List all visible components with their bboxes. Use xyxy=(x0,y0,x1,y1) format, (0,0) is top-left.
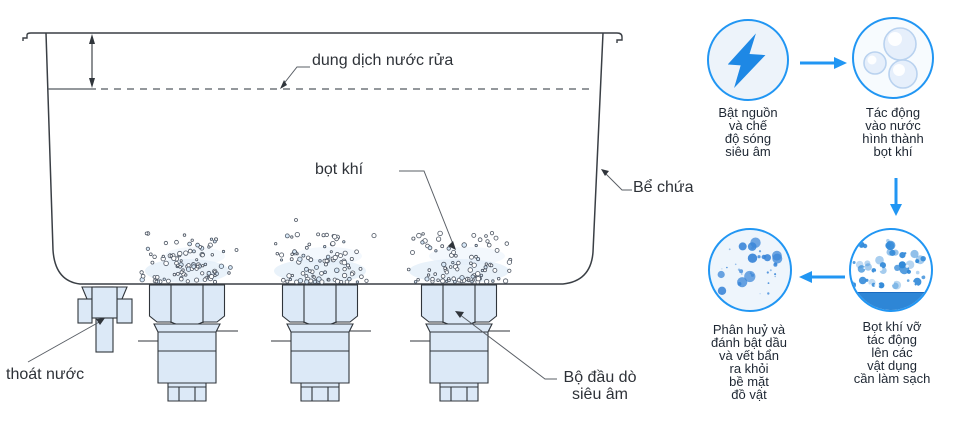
label-transducer-line: siêu âm xyxy=(571,386,629,403)
flow-label-line: Tác động xyxy=(865,105,921,120)
water-surface xyxy=(851,292,931,310)
leader-arrowheads xyxy=(96,80,609,325)
bubble-clouds xyxy=(139,218,513,285)
flow-step-clean-circle xyxy=(708,228,792,312)
flow-step-power-label: Bật nguồn và chế độ sóng siêu âm xyxy=(690,106,806,158)
bubbles-icon xyxy=(863,27,918,89)
tank-outline xyxy=(22,32,623,285)
flow-label-line: đánh bật dầu xyxy=(711,335,787,350)
flow-step-burst-circle xyxy=(849,228,933,312)
flow-step-clean-label: Phân huỷ và đánh bật dầu và vết bẩn ra k… xyxy=(683,323,815,401)
flow-step-bubbles-circle xyxy=(852,17,934,99)
flow-label-line: và chế xyxy=(728,118,768,133)
transducer-1 xyxy=(137,284,239,402)
dimension-arrow xyxy=(89,34,95,88)
flow-label-line: độ sóng xyxy=(724,131,772,146)
lightning-icon xyxy=(728,33,772,89)
transducer-2 xyxy=(270,284,372,402)
label-drain: thoát nước xyxy=(6,366,85,383)
label-transducer-line: Bộ đầu dò xyxy=(563,369,637,386)
flow-label-line: hình thành xyxy=(862,131,924,146)
flow-label-line: ra khỏi xyxy=(729,361,769,376)
flow-step-burst-label: Bọt khí vỡ tác động lên các vật dụng cần… xyxy=(826,320,958,385)
label-tank: Bể chứa xyxy=(633,179,694,196)
flow-label-line: bọt khí xyxy=(873,144,913,159)
label-washing-solution: dung dịch nước rửa xyxy=(312,52,454,69)
debris-icon xyxy=(717,237,783,295)
flow-step-bubbles-label: Tác động vào nước hình thành bọt khí xyxy=(835,106,951,158)
flow-label-line: vào nước xyxy=(865,118,921,133)
flow-label-line: lên các xyxy=(871,345,913,360)
flow-label-line: vật dụng xyxy=(867,358,917,373)
flow-label-line: siêu âm xyxy=(725,144,771,159)
label-transducer: Bộ đầu dò siêu âm xyxy=(548,369,652,403)
transducer-3 xyxy=(409,284,511,402)
flow-step-power-circle xyxy=(707,19,789,101)
splash-icon xyxy=(851,233,931,290)
leader-lines xyxy=(27,66,632,380)
label-air-bubbles: bọt khí xyxy=(315,161,364,178)
flow-label-line: Phân huỷ và xyxy=(712,322,786,337)
flow-label-line: bề mặt xyxy=(729,374,769,389)
flow-label-line: Bọt khí vỡ xyxy=(862,319,922,334)
flow-label-line: cần làm sạch xyxy=(853,371,931,386)
drain-assembly xyxy=(77,286,133,353)
flow-label-line: Bật nguồn xyxy=(718,105,778,120)
flow-label-line: đồ vật xyxy=(731,387,767,402)
flow-label-line: tác động xyxy=(867,332,917,347)
flow-label-line: và vết bẩn xyxy=(719,348,779,363)
